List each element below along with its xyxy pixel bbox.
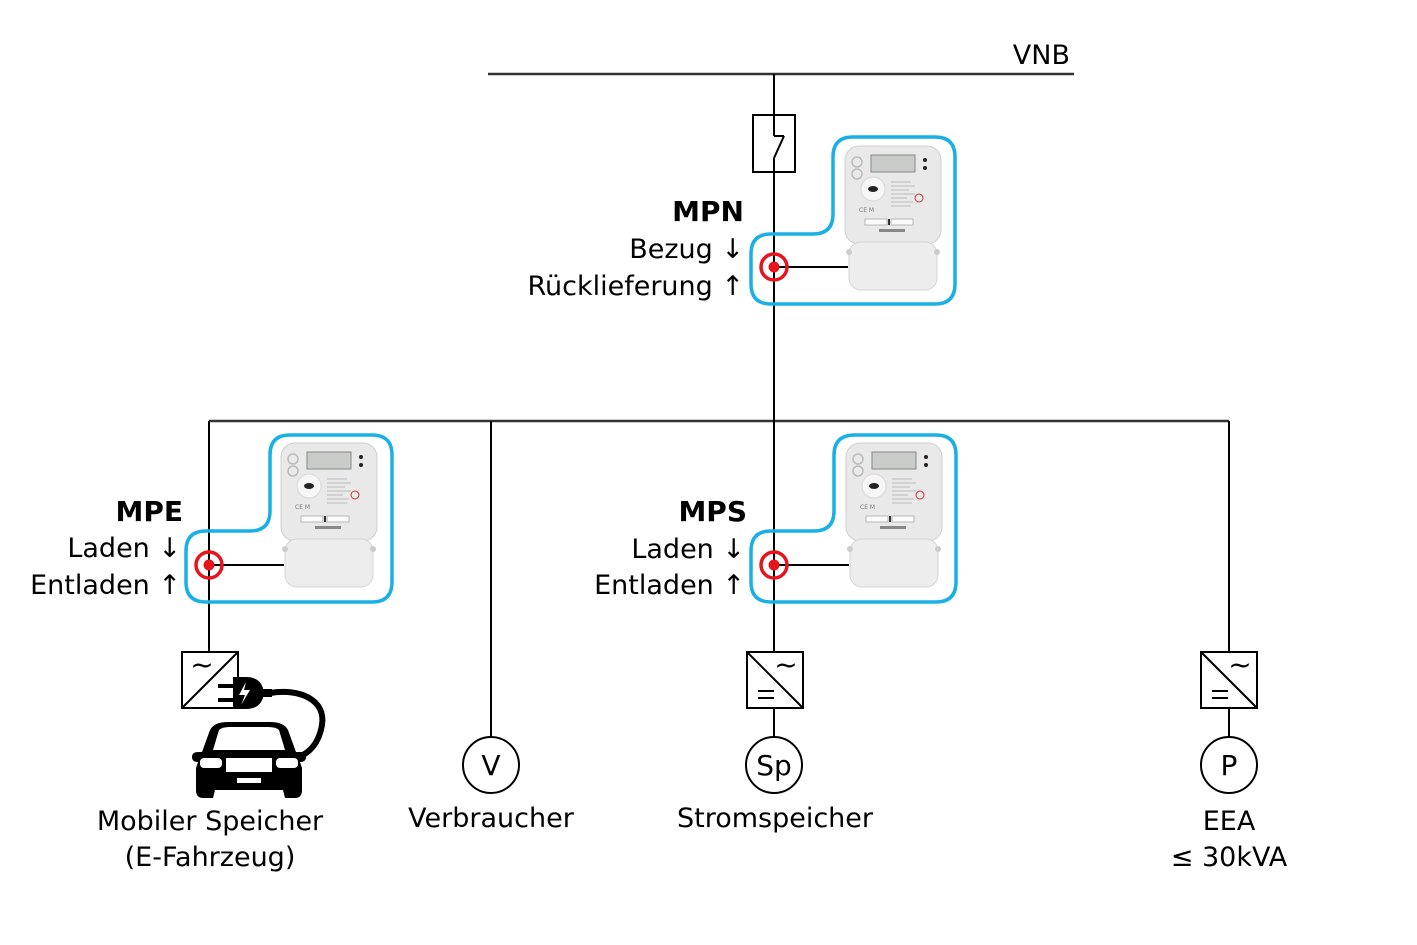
meter-mps: MPS Laden ↓ Entladen ↑ — [594, 433, 958, 604]
smart-meter-icon — [280, 442, 378, 588]
meter-mpn-outline — [749, 135, 957, 306]
generation-inverter-icon: ~ — [1200, 648, 1258, 709]
meter-mpn-direction-out: Rücklieferung ↑ — [527, 271, 744, 302]
meter-mpn-direction-in: Bezug ↓ — [629, 234, 744, 265]
component-consumer-label: Verbraucher — [408, 803, 575, 834]
measuring-point-icon — [759, 252, 789, 282]
smart-meter-icon — [844, 145, 942, 291]
component-ev-label-sub: (E-Fahrzeug) — [125, 842, 296, 873]
meter-mpe-outline — [184, 433, 394, 604]
meter-mps-direction-out: Entladen ↑ — [594, 570, 745, 601]
storage-symbol-letters: Sp — [756, 749, 792, 782]
smart-meter-icon — [845, 442, 943, 588]
meter-mps-direction-in: Laden ↓ — [631, 534, 745, 565]
meter-mpn-title: MPN — [672, 195, 744, 228]
meter-mps-title: MPS — [678, 495, 747, 528]
charging-plug-icon — [218, 677, 326, 761]
consumer-symbol-letter: V — [481, 749, 500, 782]
ac-symbol: ~ — [190, 648, 213, 681]
measuring-point-icon — [759, 550, 789, 580]
consumer-symbol: V — [462, 736, 520, 794]
storage-symbol: Sp — [745, 736, 803, 794]
main-switch-icon — [752, 114, 796, 173]
meter-mpe-direction-in: Laden ↓ — [67, 533, 181, 564]
meter-mpe-title: MPE — [115, 495, 183, 528]
generation-symbol-letter: P — [1221, 749, 1238, 782]
ac-symbol: ~ — [774, 648, 797, 681]
component-storage-label: Stromspeicher — [677, 803, 874, 834]
storage-inverter-icon: ~ — [746, 648, 804, 709]
electric-car-icon — [192, 722, 306, 798]
component-ev-label: Mobiler Speicher — [97, 806, 324, 837]
component-generation-label: EEA — [1203, 806, 1256, 837]
meter-mpe: MPE Laden ↓ Entladen ↑ — [30, 433, 394, 604]
component-generation-label-sub: ≤ 30kVA — [1171, 842, 1288, 873]
meter-mpe-direction-out: Entladen ↑ — [30, 570, 181, 601]
meter-mpn: MPN Bezug ↓ Rücklieferung ↑ — [527, 135, 957, 306]
measuring-point-icon — [194, 550, 224, 580]
grid-label: VNB — [1013, 40, 1070, 71]
meter-mps-outline — [749, 433, 958, 604]
generation-symbol: P — [1200, 736, 1258, 794]
ac-symbol: ~ — [1228, 648, 1251, 681]
